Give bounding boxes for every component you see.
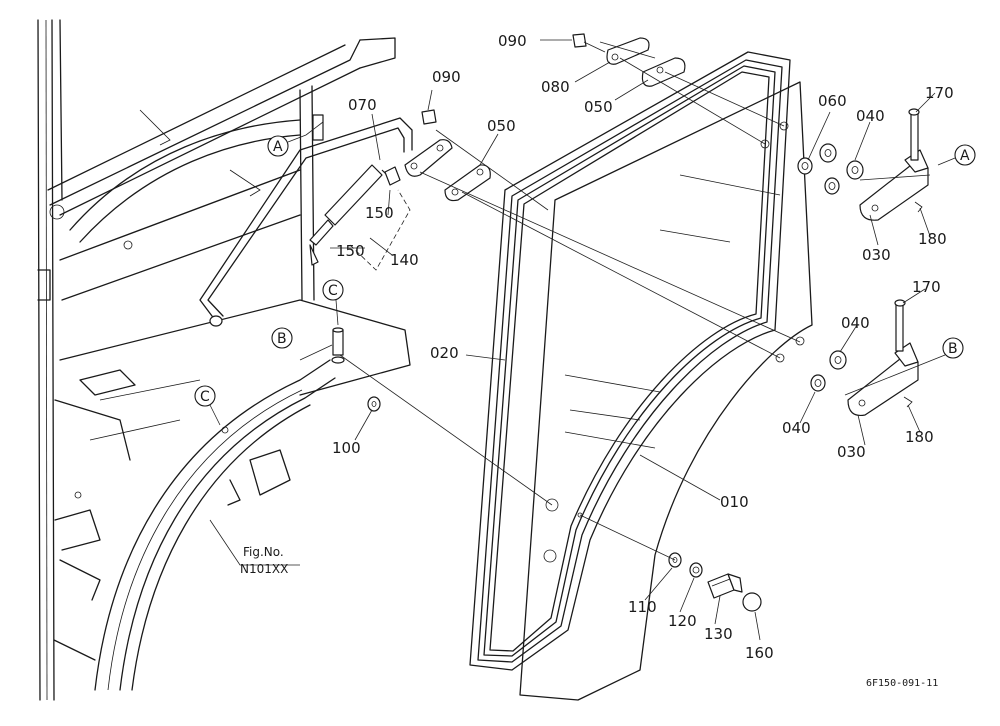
door-seal-020 bbox=[469, 51, 791, 671]
label-020: 020 bbox=[430, 344, 459, 362]
assembly-lines bbox=[299, 41, 946, 561]
door-glass-010 bbox=[519, 81, 813, 701]
part-labels: 090 080 050 090 070 050 150 150 140 060 … bbox=[332, 32, 954, 662]
label-070: 070 bbox=[348, 96, 377, 114]
label-130: 130 bbox=[704, 625, 733, 643]
label-120: 120 bbox=[668, 612, 697, 630]
cap-160 bbox=[742, 592, 762, 612]
cab-frame bbox=[37, 19, 411, 701]
label-160: 160 bbox=[745, 644, 774, 662]
bracket-050-right bbox=[572, 33, 686, 87]
label-150-upper: 150 bbox=[365, 204, 394, 222]
label-170-upper: 170 bbox=[925, 84, 954, 102]
fig-ref-line1: Fig.No. bbox=[243, 545, 284, 559]
callouts: A A B B C C bbox=[194, 134, 976, 426]
label-060: 060 bbox=[818, 92, 847, 110]
hinge-030-upper bbox=[859, 108, 929, 221]
label-030-lower: 030 bbox=[837, 443, 866, 461]
hinge-030-lower bbox=[847, 299, 919, 417]
label-050-right: 050 bbox=[584, 98, 613, 116]
label-030-upper: 030 bbox=[862, 246, 891, 264]
label-180-lower: 180 bbox=[905, 428, 934, 446]
stay-rod-070 bbox=[199, 117, 413, 327]
label-150-lower: 150 bbox=[336, 242, 365, 260]
svg-text:C: C bbox=[328, 283, 338, 299]
label-040-upper: 040 bbox=[856, 107, 885, 125]
callout-c-upper: C bbox=[322, 279, 344, 326]
fig-ref-line2: N101XX bbox=[240, 562, 288, 576]
label-100: 100 bbox=[332, 439, 361, 457]
label-050-left: 050 bbox=[487, 117, 516, 135]
svg-text:C: C bbox=[200, 389, 210, 405]
callout-c-lower: C bbox=[194, 385, 221, 426]
label-010: 010 bbox=[720, 493, 749, 511]
washers bbox=[367, 143, 864, 578]
label-040-lower: 040 bbox=[782, 419, 811, 437]
label-180-upper: 180 bbox=[918, 230, 947, 248]
label-170-lower: 170 bbox=[912, 278, 941, 296]
callout-b-left: B bbox=[271, 327, 293, 349]
svg-text:A: A bbox=[273, 139, 283, 155]
drawing-code: 6F150-091-11 bbox=[866, 678, 938, 689]
callout-a-right: A bbox=[937, 144, 976, 166]
bracket-050-left bbox=[404, 109, 491, 202]
svg-text:B: B bbox=[948, 341, 958, 357]
label-090-top: 090 bbox=[498, 32, 527, 50]
callout-a-left: A bbox=[267, 134, 307, 157]
bolt-130 bbox=[707, 573, 743, 599]
label-090-left: 090 bbox=[432, 68, 461, 86]
callout-b-right: B bbox=[942, 337, 964, 359]
gas-strut-140 bbox=[309, 164, 411, 271]
label-080: 080 bbox=[541, 78, 570, 96]
svg-text:A: A bbox=[960, 148, 970, 164]
label-110: 110 bbox=[628, 598, 657, 616]
label-leaders bbox=[209, 39, 936, 641]
label-140: 140 bbox=[390, 251, 419, 269]
label-040-mid: 040 bbox=[841, 314, 870, 332]
figure-reference: Fig.No. N101XX bbox=[240, 545, 288, 576]
svg-text:B: B bbox=[277, 331, 287, 347]
